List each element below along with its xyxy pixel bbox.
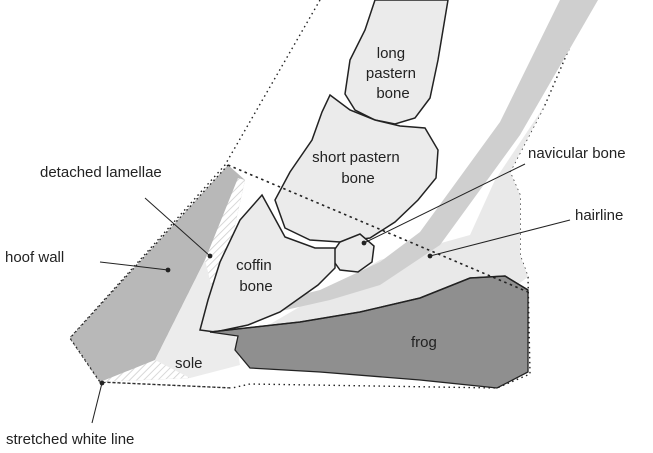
label-hoof-wall: hoof wall bbox=[5, 249, 64, 266]
leader-dot-detached-lamellae bbox=[208, 254, 213, 259]
leader-dot-hairline bbox=[428, 254, 433, 259]
label-hairline: hairline bbox=[575, 207, 623, 224]
label-frog: frog bbox=[411, 334, 437, 351]
leader-dot-navicular-bone bbox=[362, 241, 367, 246]
leader-dot-stretched-white-line bbox=[100, 381, 105, 386]
label-navicular-bone: navicular bone bbox=[528, 145, 626, 162]
label-sole: sole bbox=[175, 355, 203, 372]
label-stretched-white-line: stretched white line bbox=[6, 431, 134, 448]
label-detached-lamellae: detached lamellae bbox=[40, 164, 162, 181]
leader-stretched-white-line bbox=[92, 383, 102, 423]
leader-dot-hoof-wall bbox=[166, 268, 171, 273]
